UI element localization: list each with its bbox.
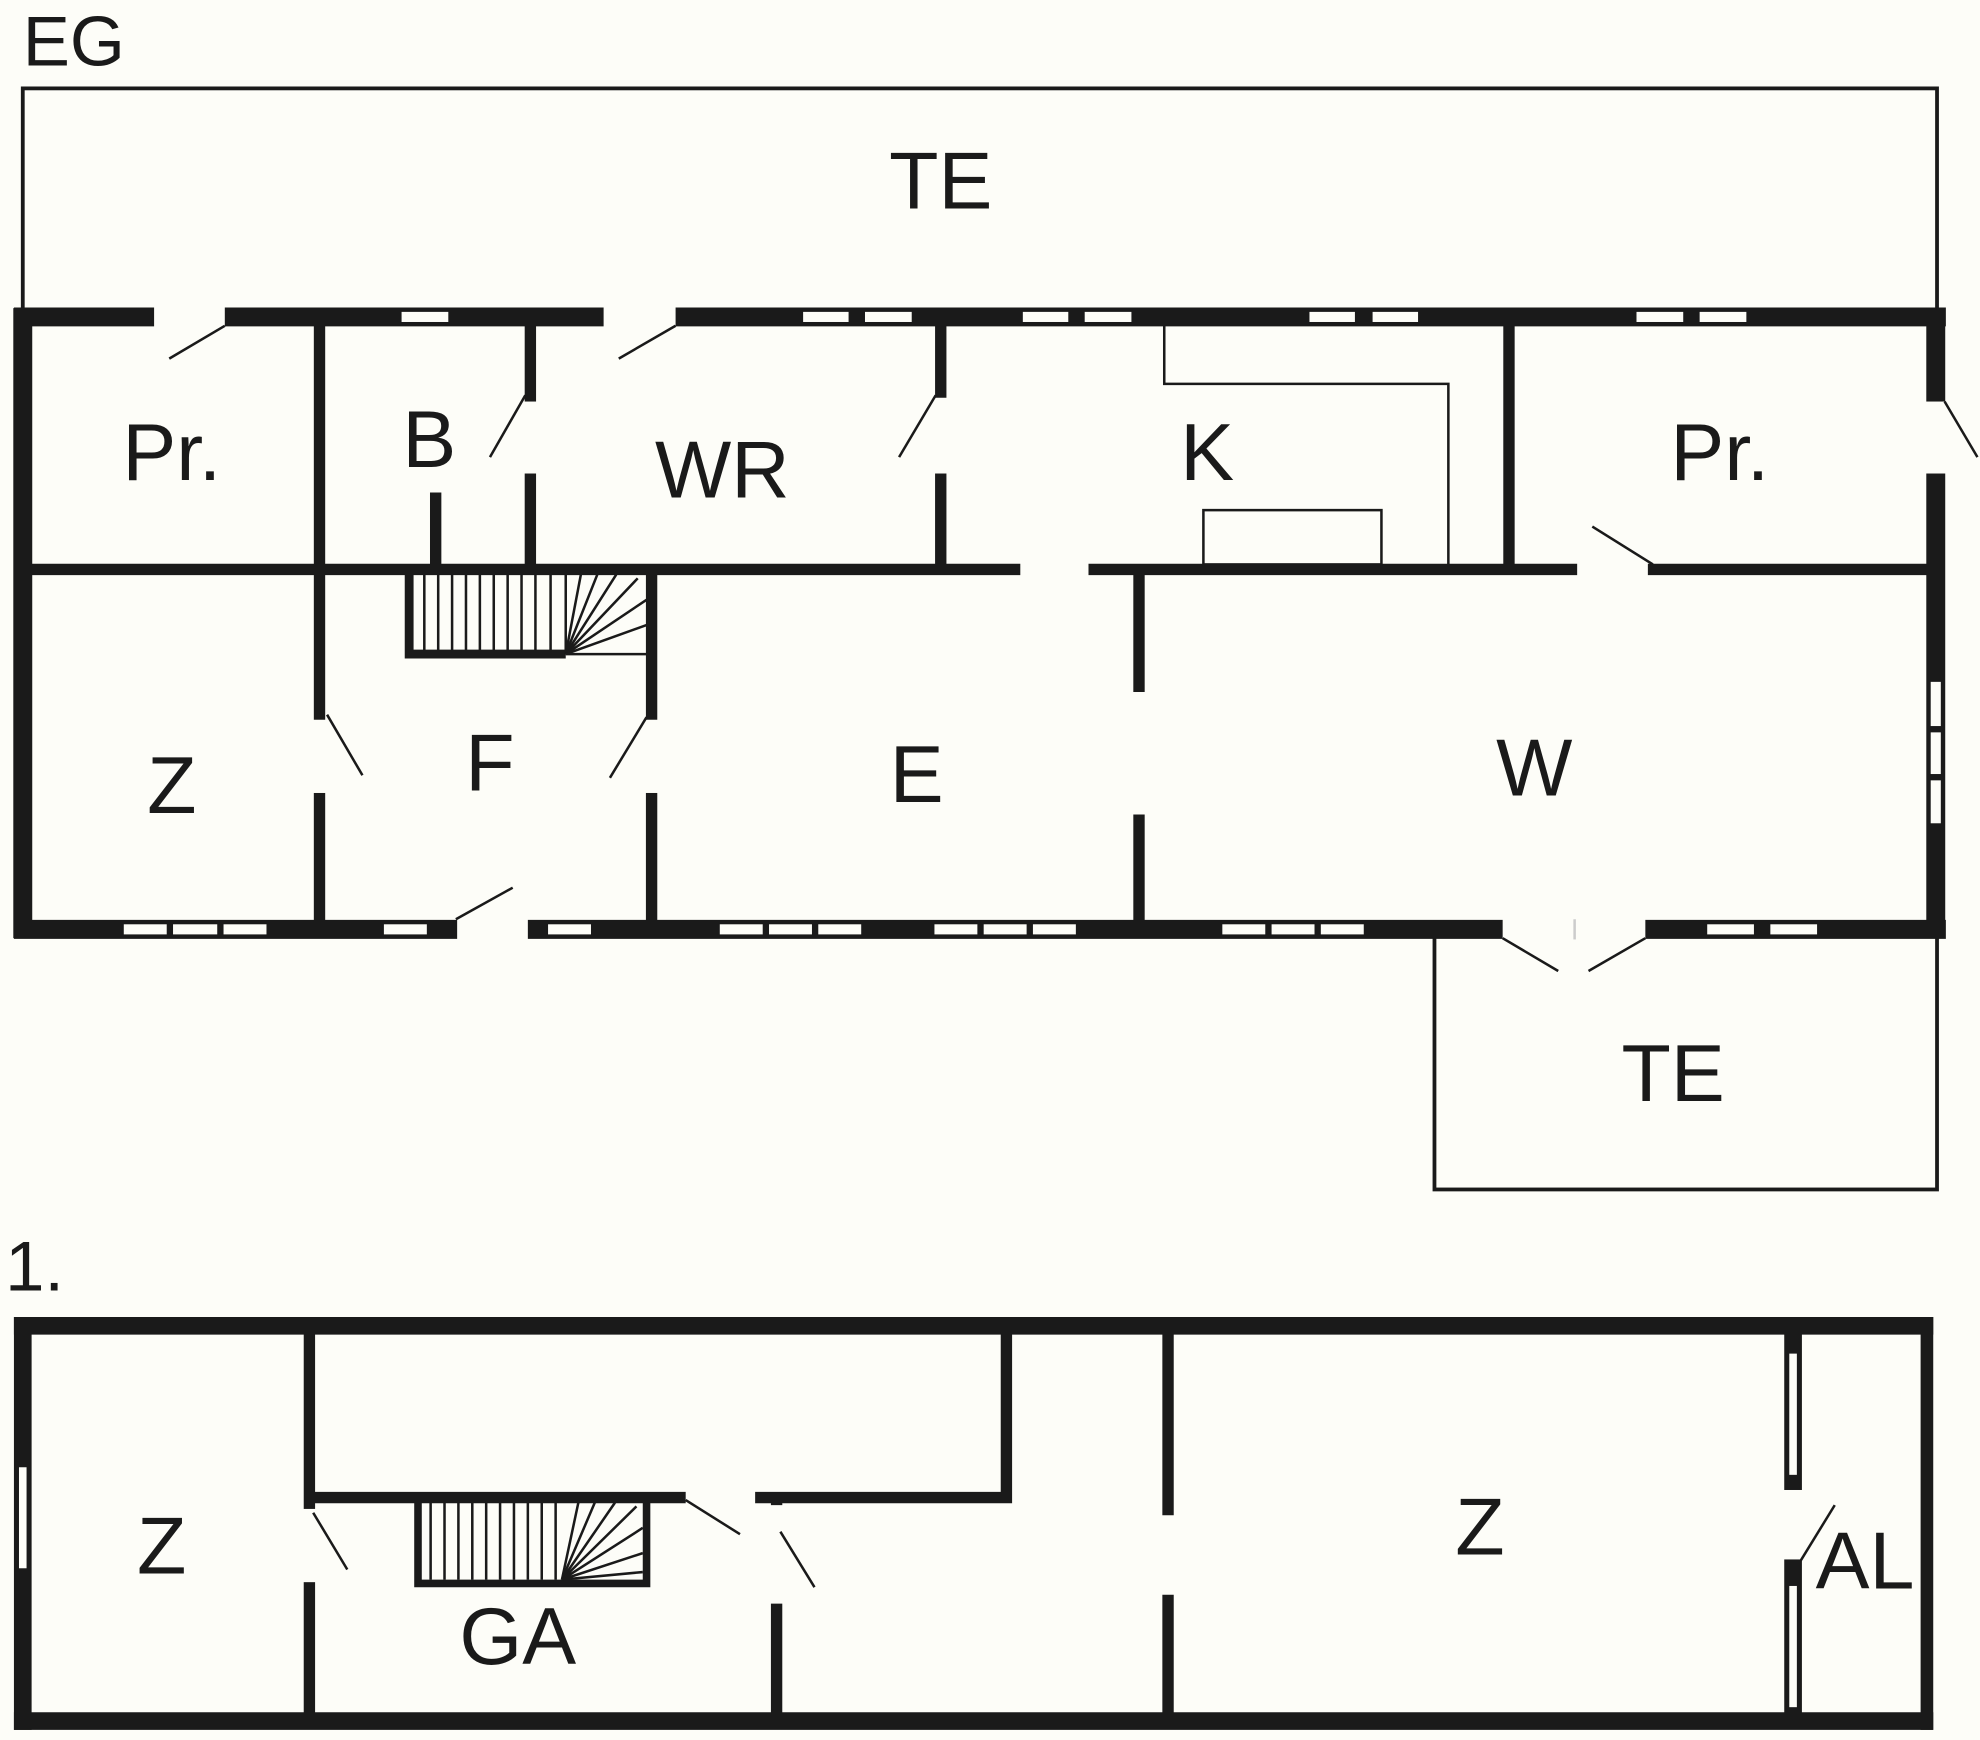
- door-swings: [168, 324, 1979, 973]
- room-label-k: K: [1180, 408, 1234, 498]
- room-label-wr: WR: [655, 426, 790, 516]
- room-label-ga: GA: [459, 1592, 576, 1682]
- staircase-upper: [414, 1497, 651, 1588]
- room-label-f: F: [465, 718, 514, 808]
- windows-upper: [18, 1353, 1797, 1708]
- room-label-w: W: [1496, 724, 1572, 814]
- room-label-b: B: [402, 395, 456, 485]
- room-label-z: Z: [147, 741, 196, 831]
- room-label-te-bottom: TE: [1621, 1029, 1724, 1119]
- inner-walls: [22, 316, 1936, 930]
- room-label-te-top: TE: [889, 136, 992, 226]
- room-label-z-left: Z: [137, 1501, 186, 1591]
- kitchen-counters: [1162, 325, 1450, 566]
- room-label-e: E: [890, 730, 944, 820]
- door-openings: [154, 306, 1948, 940]
- door-openings-upper: [301, 1489, 1804, 1604]
- first-floor: 1.: [5, 1226, 1934, 1730]
- door-swings-upper: [312, 1499, 1836, 1588]
- ground-floor: EG: [13, 2, 1979, 1192]
- windows: [123, 311, 1941, 935]
- room-label-pr-left: Pr.: [122, 408, 221, 498]
- staircase-ground: [404, 569, 648, 659]
- floor-label-1: 1.: [5, 1226, 64, 1305]
- room-label-z-right: Z: [1455, 1482, 1504, 1572]
- floor-label-eg: EG: [23, 2, 125, 81]
- room-label-al: AL: [1816, 1516, 1915, 1606]
- room-label-pr-right: Pr.: [1670, 408, 1769, 498]
